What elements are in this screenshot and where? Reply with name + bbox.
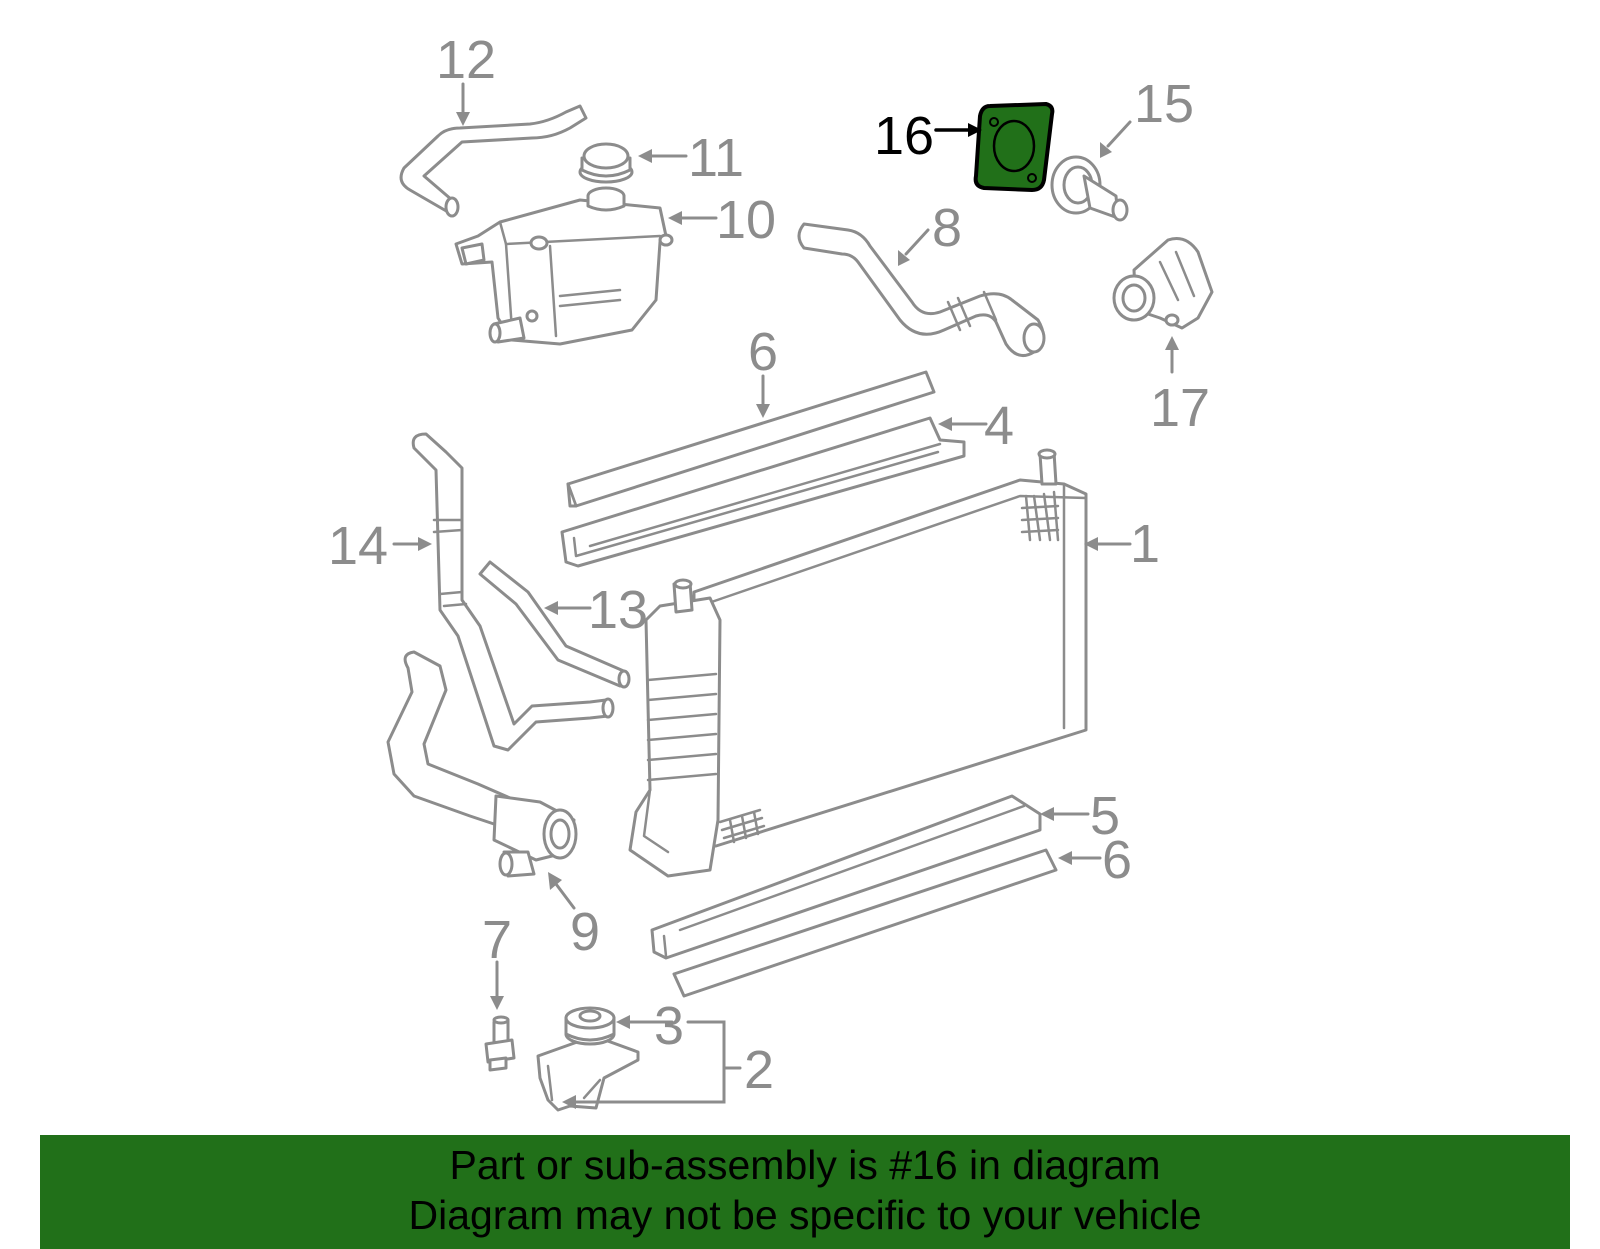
callout-15: 15 [1134, 74, 1194, 134]
part-7-drain-plug[interactable] [484, 1015, 516, 1072]
part-12-hose[interactable] [399, 104, 588, 218]
callout-2: 2 [744, 1040, 774, 1100]
part-10-reservoir[interactable] [454, 186, 674, 346]
part-8-hose[interactable] [797, 222, 1046, 358]
part-4-channel[interactable] [560, 416, 966, 568]
part-1-radiator[interactable] [692, 448, 1088, 848]
callout-17: 17 [1150, 378, 1210, 438]
callout-16: 16 [874, 106, 934, 166]
callout-6-bottom: 6 [1102, 830, 1132, 890]
part-2-bracket[interactable] [536, 1034, 640, 1112]
part-9-hose[interactable] [386, 650, 578, 878]
callout-12: 12 [436, 30, 496, 90]
callout-7: 7 [482, 910, 512, 970]
callout-4: 4 [984, 396, 1014, 456]
part-3-insulator[interactable] [564, 1006, 616, 1046]
part-6-top-strip[interactable] [566, 370, 936, 508]
banner-line-1: Part or sub-assembly is #16 in diagram [449, 1142, 1161, 1188]
callout-11: 11 [688, 128, 744, 188]
callout-13: 13 [588, 580, 648, 640]
banner-line-2: Diagram may not be specific to your vehi… [408, 1192, 1202, 1238]
part-16-gasket[interactable] [973, 102, 1055, 192]
callout-3: 3 [654, 996, 684, 1056]
callout-14: 14 [328, 516, 388, 576]
part-5-channel[interactable] [650, 794, 1042, 960]
callout-1: 1 [1130, 514, 1160, 574]
callout-8: 8 [932, 198, 962, 258]
part-11-cap[interactable] [578, 142, 634, 184]
callout-9: 9 [570, 902, 600, 962]
callout-10: 10 [716, 190, 776, 250]
callout-labels: 12 11 10 16 15 8 17 6 4 1 14 13 9 5 6 7 … [328, 30, 1210, 1100]
part-14-hose[interactable] [411, 432, 615, 752]
part-15-thermostat[interactable] [1050, 155, 1129, 222]
callout-5: 5 [1090, 786, 1120, 846]
radiator-side-tank[interactable] [628, 578, 722, 878]
part-6-bottom-strip[interactable] [672, 848, 1058, 998]
part-17-housing[interactable] [1112, 237, 1214, 330]
info-banner: Part or sub-assembly is #16 in diagram D… [40, 1135, 1570, 1249]
leader-lines [392, 82, 1179, 1109]
callout-6-top: 6 [748, 322, 778, 382]
part-13-hose[interactable] [478, 560, 631, 689]
